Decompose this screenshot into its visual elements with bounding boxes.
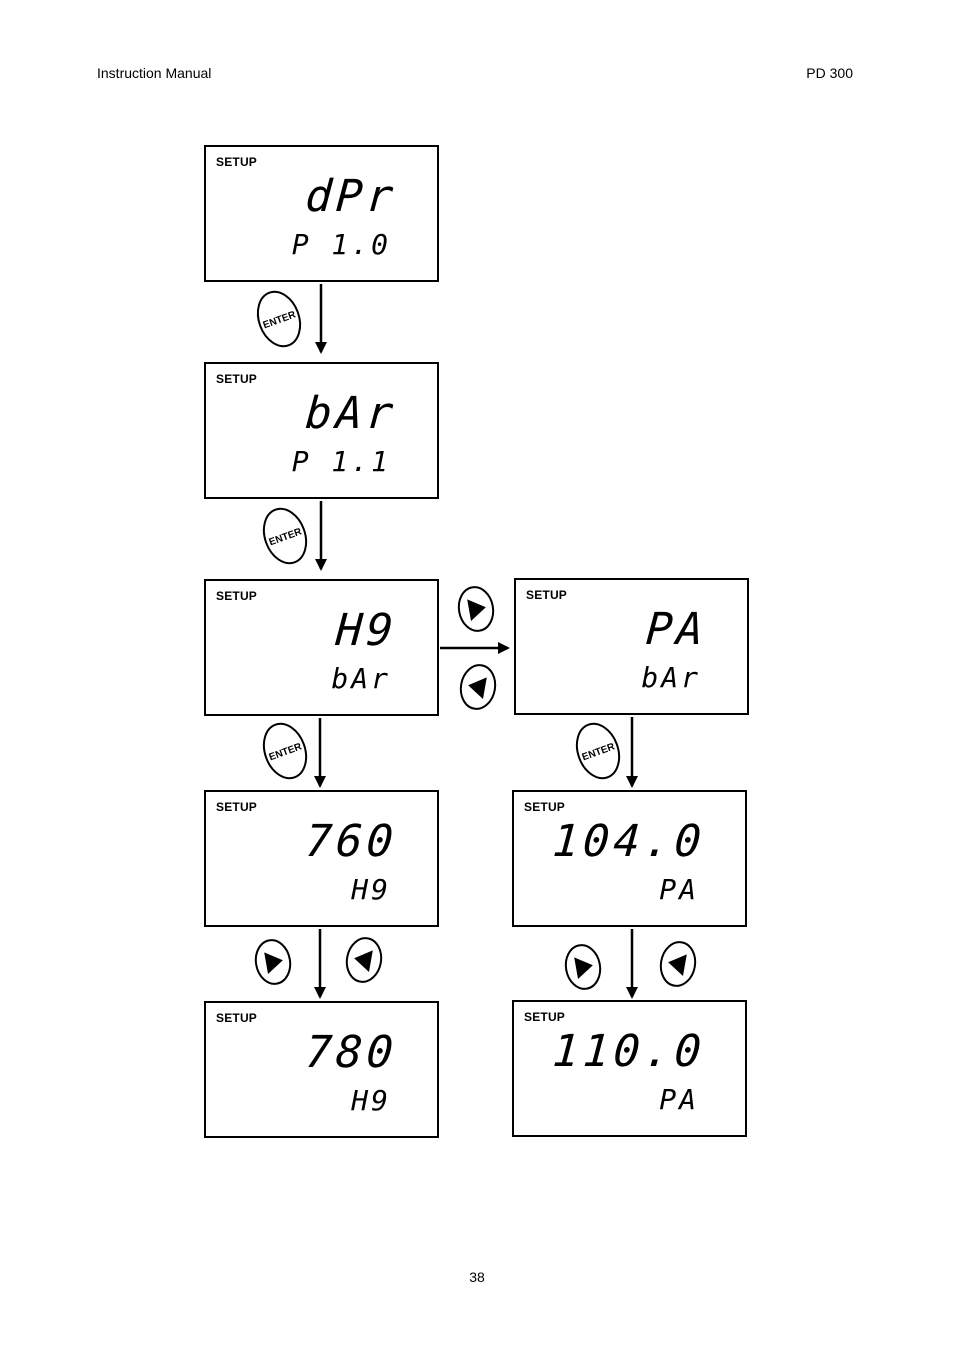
setup-label: SETUP	[526, 588, 568, 602]
right-arrow-key-icon	[564, 944, 602, 990]
setup-label: SETUP	[216, 155, 258, 169]
right-arrow-key-icon	[254, 939, 292, 985]
lcd-screen-pa-unit: SETUP PA bAr	[514, 578, 749, 715]
setup-label: SETUP	[216, 800, 258, 814]
lcd-screen-hg-unit: SETUP H9 bAr	[204, 579, 439, 716]
sub-display: bAr	[641, 661, 701, 694]
sub-display: P 1.0	[291, 228, 391, 261]
enter-key: ENTER	[262, 507, 308, 565]
sub-display: bAr	[331, 662, 391, 695]
sub-display: P 1.1	[291, 445, 391, 478]
setup-label: SETUP	[216, 589, 258, 603]
setup-label: SETUP	[216, 1011, 258, 1025]
lcd-screen-pa-110: SETUP 110.0 PA	[512, 1000, 747, 1137]
sub-display: PA	[659, 1083, 699, 1116]
lcd-screen-hg-760: SETUP 760 H9	[204, 790, 439, 927]
left-arrow-key-icon	[659, 941, 697, 987]
sub-display: PA	[659, 873, 699, 906]
enter-key: ENTER	[262, 722, 308, 780]
right-arrow-key-icon	[457, 586, 495, 632]
setup-label: SETUP	[524, 800, 566, 814]
enter-key: ENTER	[575, 722, 621, 780]
sub-display: H9	[351, 873, 391, 906]
enter-key: ENTER	[256, 290, 302, 348]
lcd-screen-dpr: SETUP dPr P 1.0	[204, 145, 439, 282]
header-left-title: Instruction Manual	[97, 65, 212, 81]
sub-display: H9	[351, 1084, 391, 1117]
left-arrow-key-icon	[459, 664, 497, 710]
lcd-screen-hg-780: SETUP 780 H9	[204, 1001, 439, 1138]
setup-label: SETUP	[216, 372, 258, 386]
lcd-screen-bar: SETUP bAr P 1.1	[204, 362, 439, 499]
setup-label: SETUP	[524, 1010, 566, 1024]
lcd-screen-pa-104: SETUP 104.0 PA	[512, 790, 747, 927]
header-right-model: PD 300	[806, 65, 853, 81]
page-number: 38	[469, 1269, 485, 1285]
left-arrow-key-icon	[345, 937, 383, 983]
